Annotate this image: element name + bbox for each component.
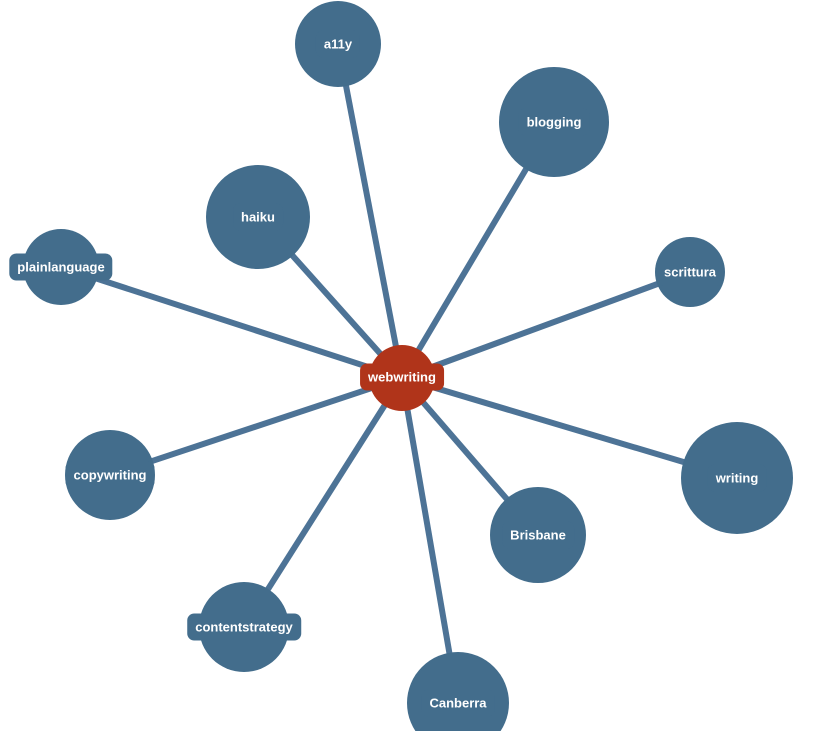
edge-webwriting-writing [401,375,738,481]
node-label-copywriting[interactable]: copywriting [65,461,155,489]
node-label-canberra[interactable]: Canberra [421,689,495,717]
edge-webwriting-scrittura [400,269,692,381]
node-label-blogging[interactable]: blogging [518,108,590,136]
node-label-webwriting[interactable]: webwriting [360,363,444,391]
edge-webwriting-copywriting [109,375,403,478]
node-label-contentstrategy[interactable]: contentstrategy [187,613,301,641]
node-label-haiku[interactable]: haiku [233,203,283,231]
node-label-a11y[interactable]: a11y [315,30,361,58]
node-label-brisbane[interactable]: Brisbane [502,521,574,549]
node-label-plainlanguage[interactable]: plainlanguage [9,253,113,281]
node-label-scrittura[interactable]: scrittura [655,258,725,286]
edge-webwriting-canberra [399,377,461,704]
edge-webwriting-contentstrategy [241,376,405,629]
node-label-writing[interactable]: writing [707,464,767,492]
edge-webwriting-a11y [335,43,405,379]
edges [60,43,738,704]
edge-webwriting-plainlanguage [60,264,403,381]
